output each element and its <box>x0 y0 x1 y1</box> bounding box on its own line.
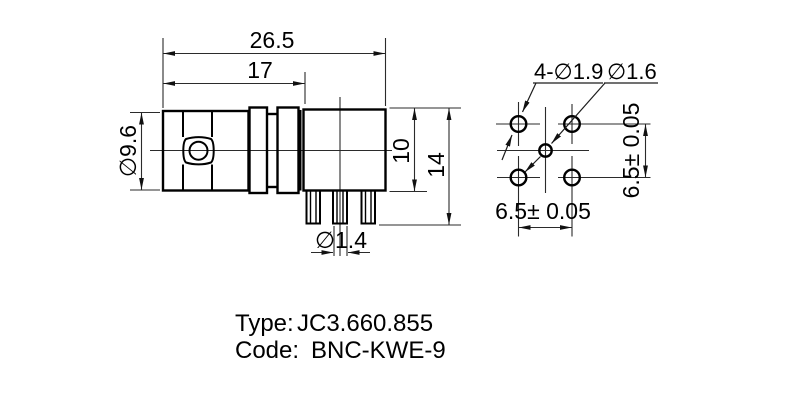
callout-center-hole: ∅1.6 <box>524 59 658 173</box>
flange-ring <box>248 106 269 195</box>
hole-bottom-right <box>563 168 582 187</box>
dim-overall-length: 26.5 <box>162 27 387 108</box>
pin-right <box>360 189 376 225</box>
type-label: Type: <box>235 310 294 337</box>
pin-left <box>305 189 321 225</box>
footprint-view: 4-∅1.9 ∅1.6 6.5± 0.05 6.5± 0.05 <box>495 59 658 237</box>
type-row: Type: JC3.660.855 <box>235 310 433 337</box>
hole-top-left <box>509 114 528 133</box>
callout-mounting-holes: 4-∅1.9 <box>501 59 603 161</box>
dim-front-section-length: 17 <box>163 57 306 104</box>
dim-pitch-vertical: 6.5± 0.05 <box>618 103 648 199</box>
solder-pins <box>305 189 376 225</box>
dim-overall-length-label: 26.5 <box>250 27 295 53</box>
dim-pitch-vertical-label: 6.5± 0.05 <box>618 103 644 199</box>
title-block: Type: JC3.660.855 Code: BNC-KWE-9 <box>235 310 446 364</box>
dim-overall-height-label: 14 <box>423 152 449 178</box>
code-value: BNC-KWE-9 <box>311 337 446 364</box>
dim-body-height-label: 10 <box>388 138 414 164</box>
code-label: Code: <box>235 337 299 364</box>
dim-body-height: 10 <box>388 107 461 193</box>
dim-front-length-label: 17 <box>247 57 273 83</box>
dim-pin-diameter-label: ∅1.4 <box>315 227 367 253</box>
callout-mounting-holes-label: 4-∅1.9 <box>534 59 603 84</box>
callout-center-hole-label: ∅1.6 <box>607 59 657 84</box>
code-row: Code: BNC-KWE-9 <box>235 337 446 364</box>
hole-bottom-left <box>509 168 528 187</box>
dim-pin-diameter: ∅1.4 <box>311 226 370 256</box>
hole-center <box>538 143 553 158</box>
side-view: 26.5 17 ∅9.6 10 <box>115 27 461 256</box>
mounting-holes <box>509 114 582 187</box>
connector-outline <box>161 106 387 225</box>
dim-pitch-horizontal-label: 6.5± 0.05 <box>495 198 591 224</box>
pin-middle <box>332 189 348 225</box>
bayonet-slot <box>182 111 215 191</box>
hole-center-lines <box>496 102 651 237</box>
type-value: JC3.660.855 <box>297 310 433 337</box>
pin-inner-walls <box>309 191 372 223</box>
dim-overall-height: 14 <box>379 108 461 226</box>
dim-pitch-horizontal: 6.5± 0.05 <box>495 198 591 230</box>
bayonet-pin-hole <box>188 140 209 161</box>
neck <box>267 112 278 189</box>
dim-nut-diameter-label: ∅9.6 <box>115 125 141 177</box>
rear-ring <box>276 106 300 195</box>
hole-top-right <box>563 114 582 133</box>
dim-nut-diameter: ∅9.6 <box>115 111 160 191</box>
